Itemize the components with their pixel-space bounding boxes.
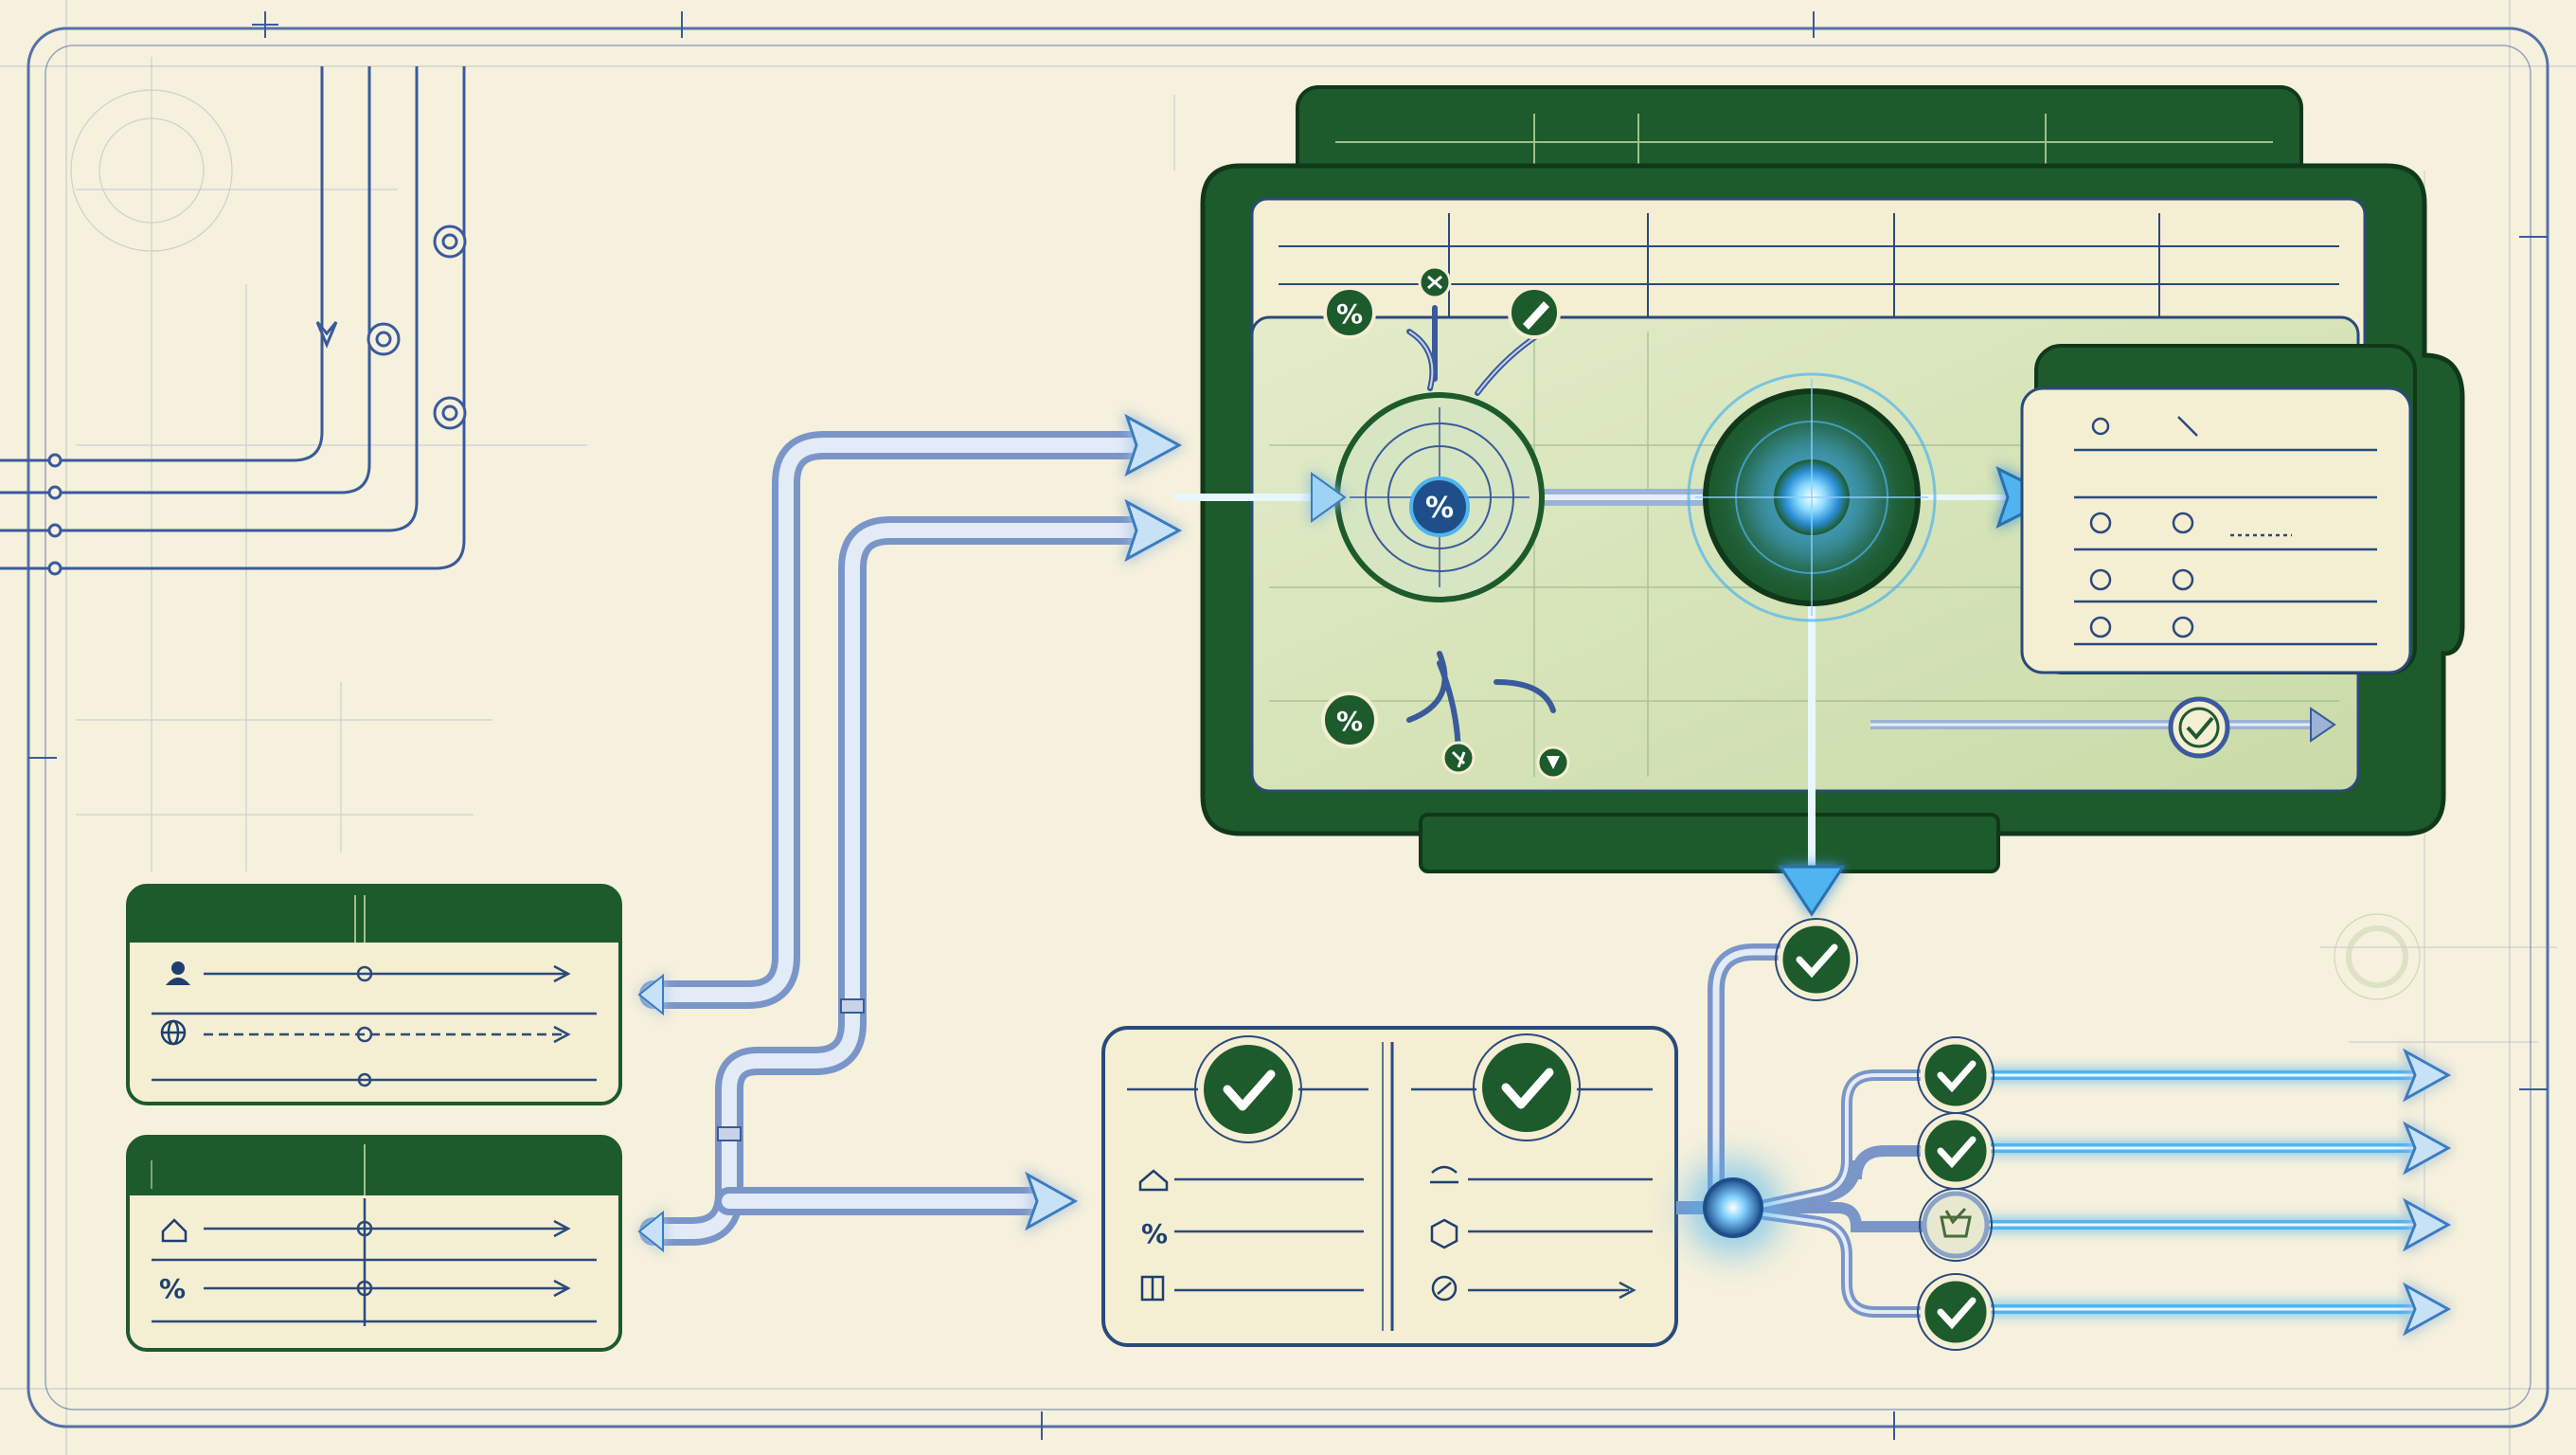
result-panel-rows xyxy=(2074,416,2377,646)
home-icon xyxy=(1138,1169,1169,1192)
edit-icon xyxy=(1523,301,1549,330)
percent-hub[interactable]: % xyxy=(1334,392,1545,602)
output-node-3[interactable] xyxy=(1919,1188,1993,1262)
satellite-bottom-right[interactable] xyxy=(1536,745,1570,780)
book-icon xyxy=(1140,1275,1165,1302)
verify-node[interactable] xyxy=(2168,696,2230,759)
check-icon xyxy=(1796,943,1838,979)
pushpin-icon xyxy=(1547,756,1560,769)
home-icon xyxy=(161,1218,188,1243)
cube-icon xyxy=(1431,1275,1458,1302)
check-icon xyxy=(1937,1136,1977,1169)
arrow-to-check-node xyxy=(1778,865,1846,917)
input-pipes xyxy=(639,431,1151,1246)
globe-icon xyxy=(160,1019,187,1046)
percent-icon: % xyxy=(1141,1218,1168,1249)
percent-icon: % xyxy=(1425,492,1454,525)
check-icon xyxy=(1937,1060,1977,1093)
check-node[interactable] xyxy=(1775,918,1858,1001)
check-badge-right xyxy=(1473,1033,1581,1141)
checklist-panel[interactable]: % xyxy=(1101,1026,1678,1347)
main-window: % % xyxy=(1174,85,2465,917)
satellite-top-left[interactable]: % xyxy=(1323,286,1376,339)
satellite-top-mid[interactable] xyxy=(1418,265,1452,299)
input-table-top[interactable] xyxy=(126,884,622,1105)
person-icon xyxy=(166,961,190,985)
check-icon xyxy=(1223,1069,1276,1111)
output-node-1[interactable] xyxy=(1917,1036,1995,1114)
processing-core[interactable] xyxy=(1687,372,1937,622)
distribution-pipes xyxy=(1676,943,1923,1318)
input-table-bottom[interactable]: % xyxy=(126,1135,622,1352)
satellite-bottom-left[interactable]: % xyxy=(1321,692,1378,748)
cup-icon xyxy=(1430,1165,1458,1184)
check-icon xyxy=(2186,716,2214,741)
check-icon xyxy=(1501,1068,1554,1109)
check-icon xyxy=(1937,1297,1977,1330)
pin-icon xyxy=(1451,750,1466,768)
percent-icon: % xyxy=(1336,706,1363,737)
pending-icon xyxy=(1940,1207,1972,1238)
pipe-arrowheads xyxy=(637,413,1347,1253)
satellite-bottom-mid[interactable] xyxy=(1441,741,1476,775)
tool-icon xyxy=(1427,275,1442,290)
percent-icon: % xyxy=(159,1273,186,1304)
percent-icon: % xyxy=(1336,298,1363,330)
output-node-2[interactable] xyxy=(1917,1112,1995,1190)
junction-node[interactable] xyxy=(1686,1160,1780,1255)
satellite-top-right[interactable] xyxy=(1508,286,1561,339)
output-node-4[interactable] xyxy=(1917,1273,1995,1351)
circuit-lines xyxy=(0,66,467,576)
check-badge-left xyxy=(1194,1035,1302,1143)
cube-icon xyxy=(1430,1218,1458,1249)
registration-marks xyxy=(28,11,2548,1440)
output-lines xyxy=(1960,1048,2452,1337)
